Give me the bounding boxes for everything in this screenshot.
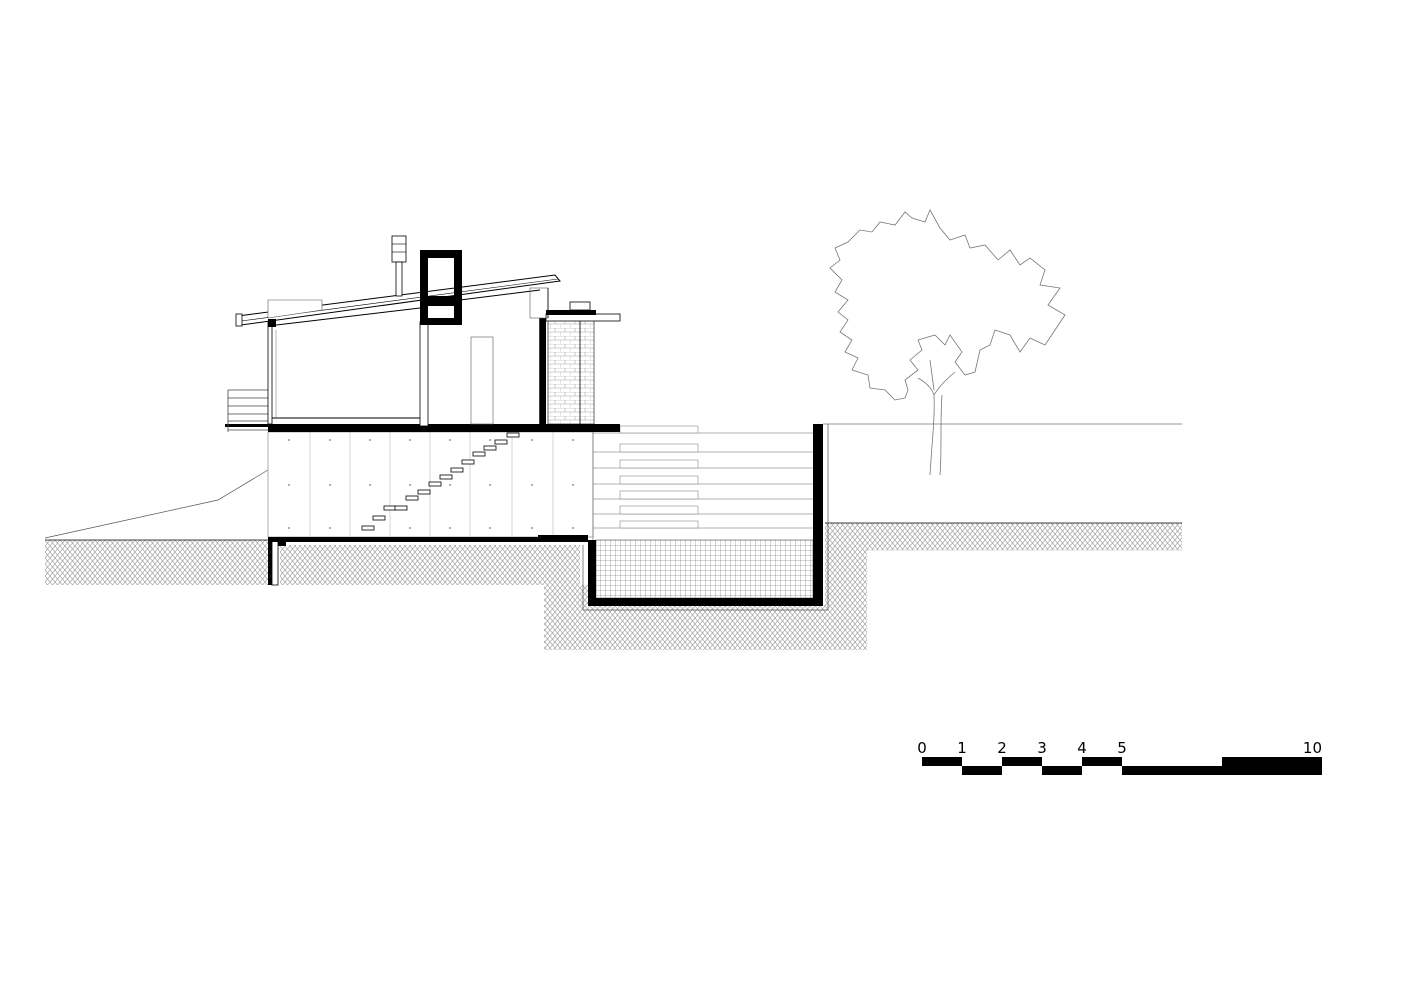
scale-bar-segment bbox=[1222, 757, 1322, 766]
scale-bar-segment bbox=[1122, 766, 1322, 775]
scale-bar-segment bbox=[1082, 757, 1122, 766]
scale-bar-segments bbox=[922, 757, 1322, 775]
scale-bar-label: 10 bbox=[1303, 739, 1322, 757]
scale-bar-segment bbox=[922, 757, 962, 766]
scale-bar-label: 1 bbox=[957, 739, 967, 757]
door bbox=[470, 336, 494, 425]
tree bbox=[829, 209, 1066, 476]
pool-water bbox=[595, 539, 814, 599]
scale-bar-segment bbox=[962, 766, 1002, 775]
scale-bar-segment bbox=[1002, 757, 1042, 766]
ground bbox=[44, 423, 1182, 650]
scale-bar-segment bbox=[1042, 766, 1082, 775]
floor-slab bbox=[268, 424, 620, 432]
scale-bar-label: 2 bbox=[997, 739, 1007, 757]
roof bbox=[235, 274, 561, 327]
stair-treads bbox=[361, 432, 520, 531]
scale-bar-label: 5 bbox=[1117, 739, 1127, 757]
pool bbox=[582, 424, 829, 611]
ground-left-hatch bbox=[45, 540, 268, 585]
main-floor bbox=[225, 301, 621, 432]
brick-wall bbox=[547, 319, 581, 425]
scale-bar-label: 0 bbox=[917, 739, 927, 757]
scale-bar-labels: 0 1 2 3 4 5 10 bbox=[917, 739, 1322, 757]
deck-railing bbox=[227, 389, 268, 432]
ground-pool-hatch bbox=[544, 523, 1182, 650]
ground-basement-hatch bbox=[280, 545, 580, 585]
vent-pipe bbox=[391, 235, 407, 263]
scale-bar-label: 4 bbox=[1077, 739, 1087, 757]
scale-bar-label: 3 bbox=[1037, 739, 1047, 757]
scale-bar: 0 1 2 3 4 5 10 bbox=[917, 739, 1322, 775]
chimney bbox=[391, 235, 462, 325]
